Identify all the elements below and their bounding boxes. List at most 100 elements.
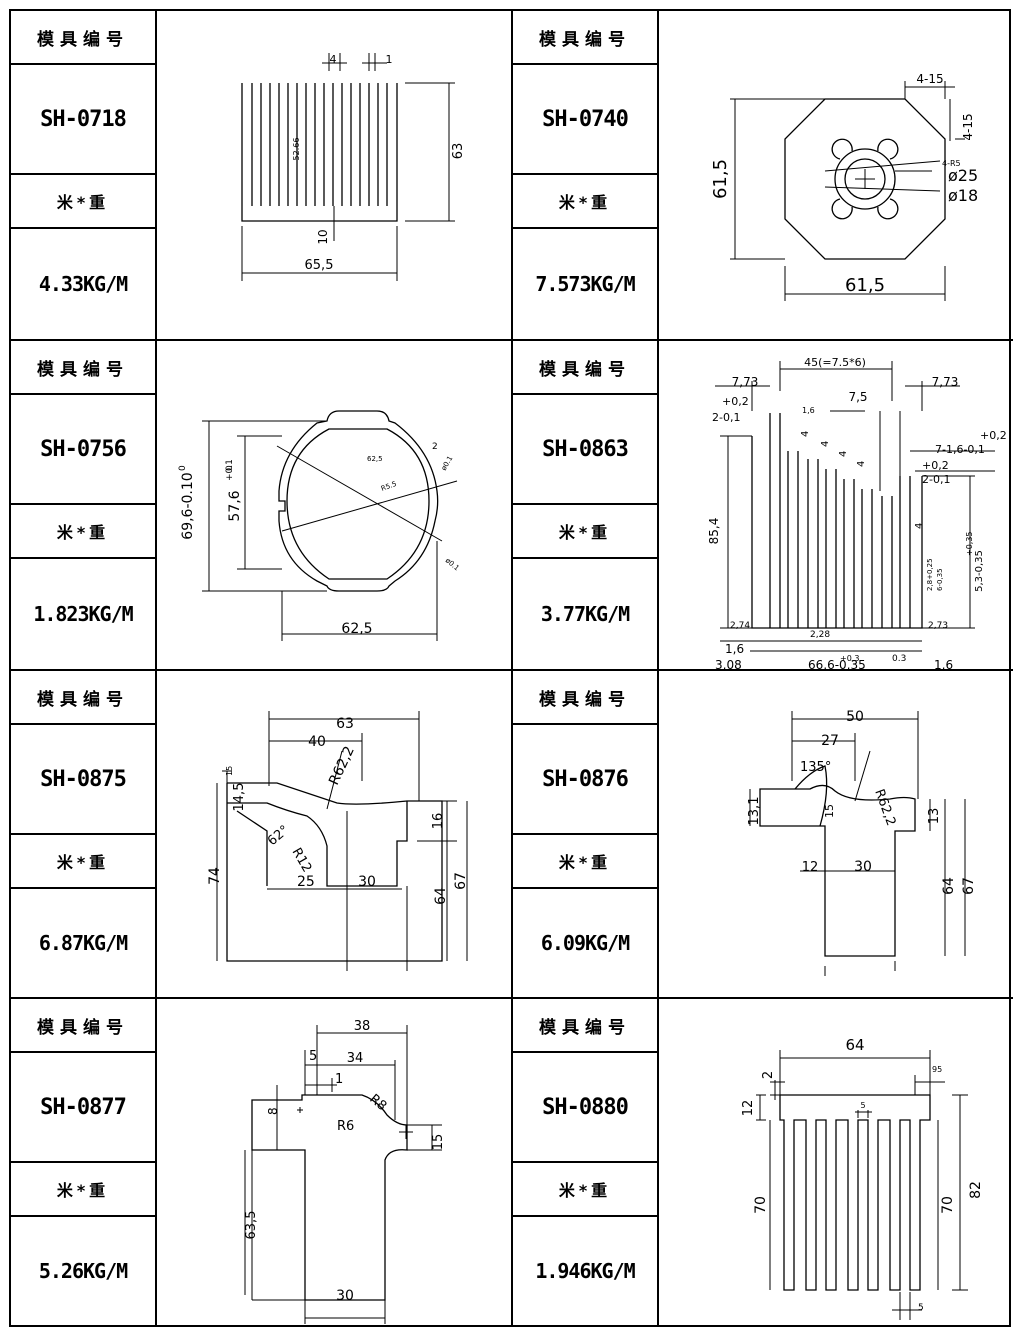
mold-number-header: 模具编号 xyxy=(11,999,157,1053)
heatsink-drawing: 4 1 52.66 63 10 65,5 xyxy=(241,53,466,281)
block-profile-drawing: 50 27 135° R62,2 13,1 15 13 12 30 64 67 xyxy=(747,709,977,976)
weight-label: 米*重 xyxy=(558,523,612,542)
weight-header: 米*重 xyxy=(11,835,157,889)
dim-label: 63 xyxy=(336,716,354,732)
dim-label: ø25 xyxy=(948,166,978,185)
dim-label: 4-R5 xyxy=(942,159,961,168)
dim-label: 74 xyxy=(207,867,223,885)
weight-label: 米*重 xyxy=(558,193,612,212)
dim-label: 57,6 xyxy=(227,490,243,521)
dim-label: 8 xyxy=(266,1107,280,1115)
dim-label: 66,6-0,35 xyxy=(808,658,866,669)
comb-heatsink-drawing: 64 2 95 12 5 70 70 82 5 xyxy=(741,1036,984,1320)
catalog-sheet: 模具编号 SH-0718 米*重 4.33KG/M 4 1 52.66 63 1… xyxy=(9,9,1013,1327)
mold-number-header: 模具编号 xyxy=(513,341,659,395)
item-code-cell: SH-0756 xyxy=(11,395,157,505)
dim-label: 2 xyxy=(432,442,438,452)
item-weight-cell: 1.946KG/M xyxy=(513,1217,659,1325)
mold-number-label: 模具编号 xyxy=(37,689,129,710)
mold-number-label: 模具编号 xyxy=(539,1017,631,1038)
dim-label: ø18 xyxy=(948,186,978,205)
dim-label: +0.1 xyxy=(225,459,235,481)
dim-label: 10 xyxy=(316,229,330,244)
item-weight: 5.26KG/M xyxy=(38,1259,128,1283)
item-code-cell: SH-0880 xyxy=(513,1053,659,1163)
dim-label: 4 xyxy=(800,431,811,437)
dim-label: +0,2 xyxy=(922,459,949,472)
block-profile-drawing: 63 40 R62,2 15 14,5 16 62° R12 74 25 30 … xyxy=(207,711,469,971)
dim-label: 5 xyxy=(860,1101,865,1110)
mold-number-header: 模具编号 xyxy=(11,671,157,725)
dim-label: +0,35 xyxy=(965,531,974,556)
dim-label: 62° xyxy=(265,823,292,849)
dim-label: +0,2 xyxy=(980,429,1007,442)
mold-number-label: 模具编号 xyxy=(539,689,631,710)
weight-header: 米*重 xyxy=(513,835,659,889)
dim-label: R62,2 xyxy=(871,787,898,828)
item-weight: 1.823KG/M xyxy=(33,602,133,626)
dim-label: 67 xyxy=(961,877,977,895)
weight-label: 米*重 xyxy=(558,1181,612,1200)
dim-label: 1,6 xyxy=(934,658,953,669)
item-weight-cell: 3.77KG/M xyxy=(513,559,659,671)
dim-label: 2-0,1 xyxy=(712,411,740,424)
weight-header: 米*重 xyxy=(11,505,157,559)
dim-label: 62,5 xyxy=(341,621,372,637)
dim-label: R5.5 xyxy=(380,480,398,493)
dim-label: 30 xyxy=(336,1288,354,1304)
dim-label: 85,4 xyxy=(707,518,721,545)
weight-label: 米*重 xyxy=(56,1181,110,1200)
fin-array-drawing: 45(=7.5*6) 7,73 7,73 +0,2 2-0,1 1,6 7,5 … xyxy=(707,356,1007,669)
dim-label: 27 xyxy=(821,733,839,749)
item-weight: 7.573KG/M xyxy=(535,272,635,296)
mold-number-label: 模具编号 xyxy=(37,359,129,380)
item-weight-cell: 6.09KG/M xyxy=(513,889,659,999)
dim-label: 12 xyxy=(741,1100,756,1117)
dim-label: ø0.1 xyxy=(444,556,461,572)
dim-label: 0 xyxy=(178,465,188,471)
dim-label: 5 xyxy=(918,1303,924,1313)
dim-label: 61,5 xyxy=(710,159,731,199)
dim-label: 13,1 xyxy=(747,797,762,826)
dim-label: 0.3 xyxy=(892,654,906,664)
item-code-cell: SH-0718 xyxy=(11,65,157,175)
dim-label: 135° xyxy=(800,760,831,775)
dim-label: 15 xyxy=(225,766,234,776)
profile-drawing: 69,6-0.10 0 57,6 +0.1 0 2 62,5 R5.5 ø0.1… xyxy=(157,341,513,671)
dim-label: 63 xyxy=(451,143,466,160)
dim-label: 6-0,35 xyxy=(936,568,944,591)
dim-label: R8 xyxy=(366,1092,389,1115)
item-weight-cell: 1.823KG/M xyxy=(11,559,157,671)
dim-label: 4 xyxy=(838,451,849,457)
mold-number-header: 模具编号 xyxy=(11,341,157,395)
dim-label: 69,6-0.10 xyxy=(180,472,196,539)
mold-number-label: 模具编号 xyxy=(539,359,631,380)
mold-number-header: 模具编号 xyxy=(513,999,659,1053)
mold-number-label: 模具编号 xyxy=(539,29,631,50)
octagon-drawing: 4-15 4-15 4-R5 ø25 ø18 61,5 61,5 xyxy=(710,72,978,301)
dim-label: 63,5 xyxy=(244,1211,259,1240)
mold-number-label: 模具编号 xyxy=(37,29,129,50)
profile-drawing: 63 40 R62,2 15 14,5 16 62° R12 74 25 30 … xyxy=(157,671,513,999)
dim-label: 4 xyxy=(330,53,337,66)
dim-label: 30 xyxy=(358,874,376,890)
mold-number-header: 模具编号 xyxy=(513,11,659,65)
dim-label: 64 xyxy=(433,887,449,905)
dim-label: +0,3 xyxy=(840,654,859,663)
dim-label: 30 xyxy=(854,859,872,875)
dim-label: 4-15 xyxy=(961,113,975,140)
item-code-cell: SH-0863 xyxy=(513,395,659,505)
dim-label: 4-15 xyxy=(916,72,943,86)
dim-label: ø0.1 xyxy=(440,455,455,472)
dim-label: 1 xyxy=(335,1072,343,1087)
dim-label: 64 xyxy=(845,1036,864,1054)
item-code-cell: SH-0877 xyxy=(11,1053,157,1163)
item-code: SH-0718 xyxy=(40,106,127,132)
dim-label: 14,5 xyxy=(232,783,247,812)
weight-label: 米*重 xyxy=(56,193,110,212)
dim-label: 50 xyxy=(846,709,864,725)
dim-label: 7-1,6-0,1 xyxy=(935,443,985,456)
item-weight: 4.33KG/M xyxy=(38,272,128,296)
dim-label: 7,73 xyxy=(932,375,959,389)
profile-drawing: 45(=7.5*6) 7,73 7,73 +0,2 2-0,1 1,6 7,5 … xyxy=(659,341,1013,671)
